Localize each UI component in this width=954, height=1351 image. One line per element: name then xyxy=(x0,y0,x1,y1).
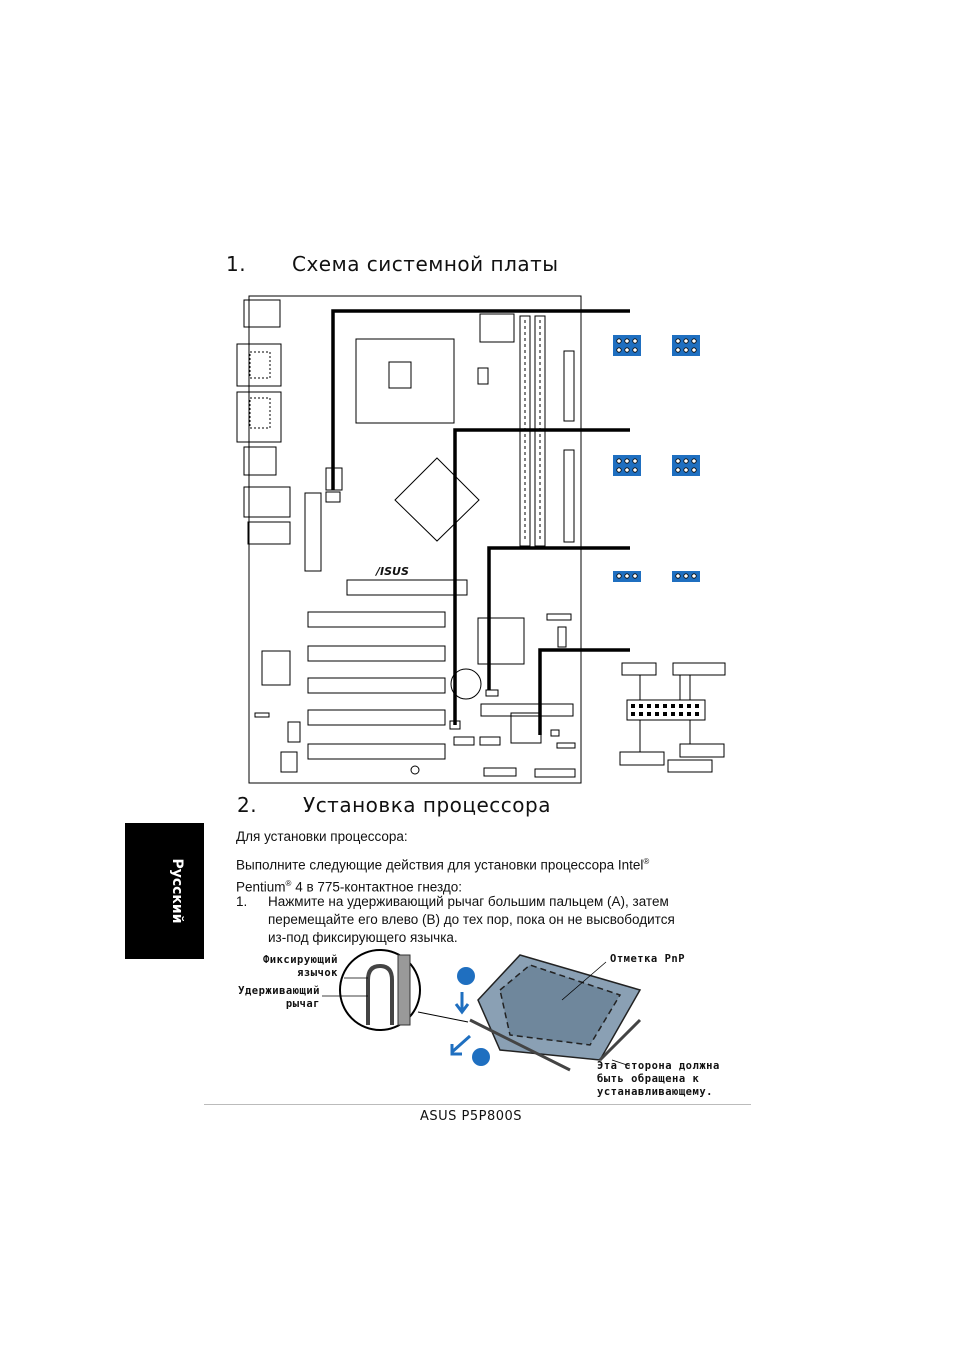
section1-title: Схема системной платы xyxy=(292,252,559,276)
orientation-note-line3: устанавливающему. xyxy=(597,1086,713,1098)
section2-number: 2. xyxy=(237,793,258,817)
retention-lever-label-line1: Удерживающий xyxy=(238,985,320,997)
locking-tab-label-line2: язычок xyxy=(297,967,338,979)
step-text: Нажмите на удерживающий рычаг большим па… xyxy=(268,893,675,947)
section1-heading: 1. Схема системной платы xyxy=(226,252,558,276)
retention-lever-label: Удерживающий рычаг xyxy=(226,985,320,1011)
para-pentium: Pentium xyxy=(236,879,286,894)
footer-product-name: ASUS P5P800S xyxy=(420,1109,523,1124)
section2-heading: 2. Установка процессора xyxy=(237,793,551,817)
intro-text: Для установки процессора: xyxy=(236,829,408,844)
board-brand-logo: /ISUS xyxy=(376,565,409,578)
para-line1: Выполните следующие действия для установ… xyxy=(236,857,644,873)
registered-mark: ® xyxy=(643,857,650,866)
orientation-note: Эта сторона должна быть обращена к устан… xyxy=(597,1060,720,1099)
step-line3: из-под фиксирующего язычка. xyxy=(268,930,458,945)
pnp-mark-label: Отметка PnP xyxy=(610,953,686,965)
step-line2: перемещайте его влево (B) до тех пор, по… xyxy=(268,912,675,927)
locking-tab-label-line1: Фиксирующий xyxy=(262,954,338,966)
instructions-paragraph: Выполните следующие действия для установ… xyxy=(236,853,676,896)
orientation-note-line2: быть обращена к xyxy=(597,1073,700,1085)
section1-number: 1. xyxy=(226,252,247,276)
step-line1: Нажмите на удерживающий рычаг большим па… xyxy=(268,894,669,909)
retention-lever-label-line2: рычаг xyxy=(285,998,320,1010)
language-tab: Русский xyxy=(125,823,204,959)
language-tab-label: Русский xyxy=(169,858,185,924)
registered-mark: ® xyxy=(285,878,292,888)
locking-tab-label: Фиксирующий язычок xyxy=(250,954,338,980)
orientation-note-line1: Эта сторона должна xyxy=(597,1060,720,1072)
para-line2: 4 в 775-контактное гнездо: xyxy=(291,879,463,894)
section2-title: Установка процессора xyxy=(303,793,551,817)
footer-divider xyxy=(204,1104,751,1105)
step-number: 1. xyxy=(236,894,248,909)
